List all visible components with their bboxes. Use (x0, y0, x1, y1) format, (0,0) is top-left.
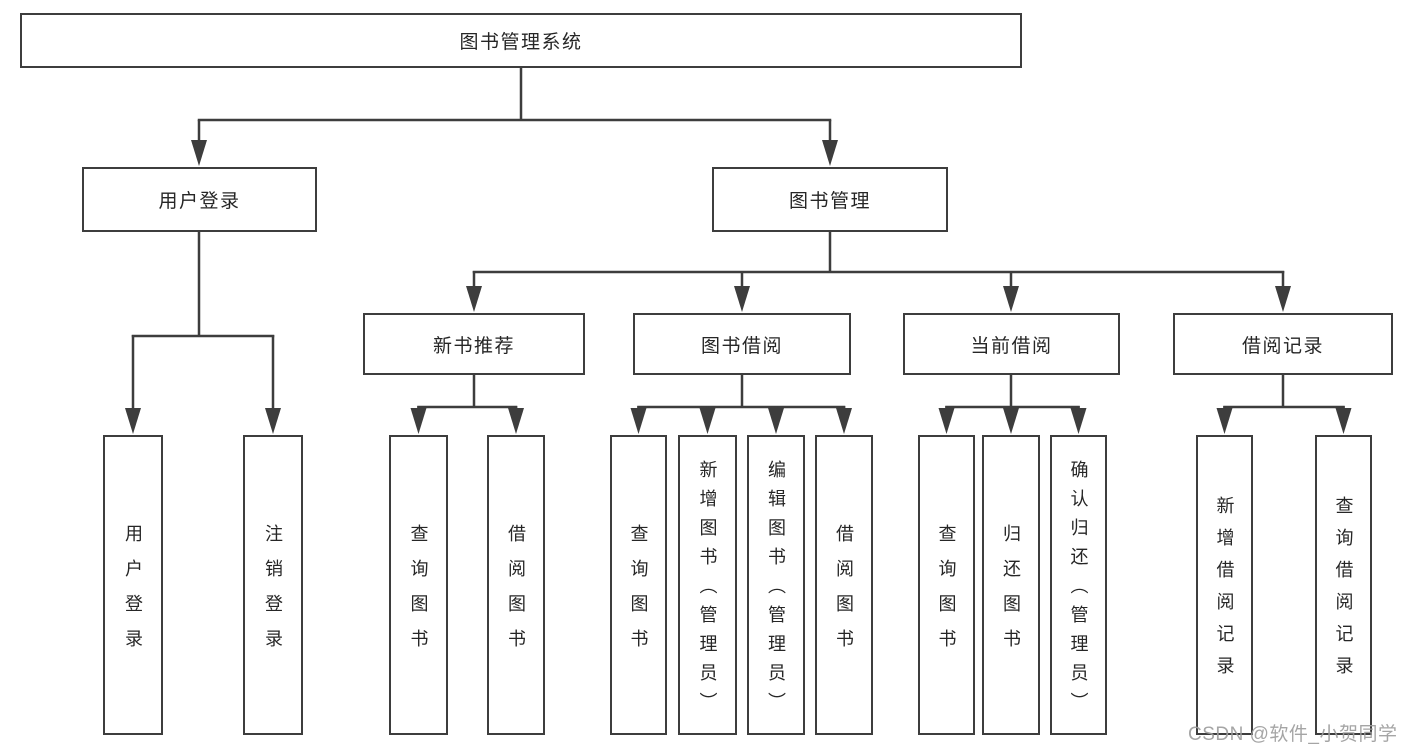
connector-new-book-recommend-to-leaves (410, 375, 524, 434)
arrowhead (1070, 408, 1087, 434)
leaf-borrow-books-borrow-label: 借阅图书 (834, 523, 854, 664)
connector-book-borrow-to-leaves (630, 375, 852, 434)
node-user-login: 用户登录 (82, 167, 317, 232)
node-user-login-label: 用户登录 (158, 191, 241, 212)
arrowhead (125, 408, 141, 434)
leaf-add-borrow-record: 新增借阅记录 (1196, 435, 1253, 735)
connector-root-to-level2 (191, 67, 838, 166)
arrowhead (466, 286, 482, 312)
leaf-query-books-recommend-label: 查询图书 (408, 523, 429, 664)
node-current-borrow: 当前借阅 (903, 313, 1120, 375)
node-book-management-label: 图书管理 (788, 191, 871, 212)
arrowhead (1335, 408, 1352, 434)
leaf-query-books-current: 查询图书 (918, 435, 975, 735)
arrowhead (265, 408, 281, 434)
arrowhead (699, 408, 716, 434)
node-book-borrow: 图书借阅 (633, 313, 851, 375)
leaf-add-book-admin: 新增图书（管理员） (678, 435, 737, 735)
node-current-borrow-label: 当前借阅 (970, 335, 1053, 357)
leaf-logout-label: 注销登录 (263, 523, 283, 664)
connector-current-borrow-to-leaves (938, 375, 1087, 434)
node-borrow-records-label: 借阅记录 (1241, 335, 1324, 357)
leaf-query-books-borrow: 查询图书 (610, 435, 667, 735)
leaf-confirm-return-admin-label: 确认归还（管理员） (1068, 460, 1089, 721)
leaf-add-book-admin-label: 新增图书（管理员） (697, 460, 718, 721)
leaf-query-borrow-record: 查询借阅记录 (1315, 435, 1372, 735)
arrowhead (630, 408, 647, 434)
leaf-confirm-return-admin: 确认归还（管理员） (1050, 435, 1107, 735)
node-book-borrow-label: 图书借阅 (700, 335, 783, 357)
node-new-book-recommend-label: 新书推荐 (432, 335, 515, 357)
node-borrow-records: 借阅记录 (1173, 313, 1393, 375)
arrowhead (822, 140, 838, 166)
arrowhead (1275, 286, 1291, 312)
node-root: 图书管理系统 (20, 13, 1022, 68)
leaf-borrow-books-recommend-label: 借阅图书 (506, 523, 526, 664)
leaf-user-login: 用户登录 (103, 435, 163, 735)
leaf-edit-book-admin: 编辑图书（管理员） (747, 435, 805, 735)
arrowhead (768, 408, 784, 434)
arrowhead (1216, 408, 1233, 434)
arrowhead (1003, 286, 1019, 312)
arrowhead (836, 408, 852, 434)
leaf-return-book: 归还图书 (982, 435, 1040, 735)
leaf-borrow-books-recommend: 借阅图书 (487, 435, 545, 735)
connector-user-login-to-leaves (125, 232, 281, 434)
connector-book-management-to-level3 (466, 232, 1291, 312)
leaf-return-book-label: 归还图书 (1001, 523, 1021, 664)
node-new-book-recommend: 新书推荐 (363, 313, 585, 375)
leaf-user-login-label: 用户登录 (123, 523, 143, 664)
leaf-query-books-borrow-label: 查询图书 (628, 523, 649, 664)
leaf-query-books-current-label: 查询图书 (936, 523, 957, 664)
arrowhead (508, 408, 524, 434)
leaf-borrow-books-borrow: 借阅图书 (815, 435, 873, 735)
connector-borrow-records-to-leaves (1216, 375, 1352, 434)
node-root-label: 图书管理系统 (459, 32, 583, 53)
leaf-logout: 注销登录 (243, 435, 303, 735)
leaf-query-borrow-record-label: 查询借阅记录 (1333, 496, 1354, 688)
arrowhead (734, 286, 750, 312)
leaf-edit-book-admin-label: 编辑图书（管理员） (766, 460, 786, 721)
leaf-add-borrow-record-label: 新增借阅记录 (1214, 496, 1235, 688)
arrowhead (1003, 408, 1019, 434)
arrowhead (410, 408, 427, 434)
arrowhead (191, 140, 207, 166)
arrowhead (938, 408, 955, 434)
csdn-watermark: CSDN @软件_小贺同学 (1188, 724, 1398, 745)
node-book-management: 图书管理 (712, 167, 948, 232)
leaf-query-books-recommend: 查询图书 (389, 435, 448, 735)
